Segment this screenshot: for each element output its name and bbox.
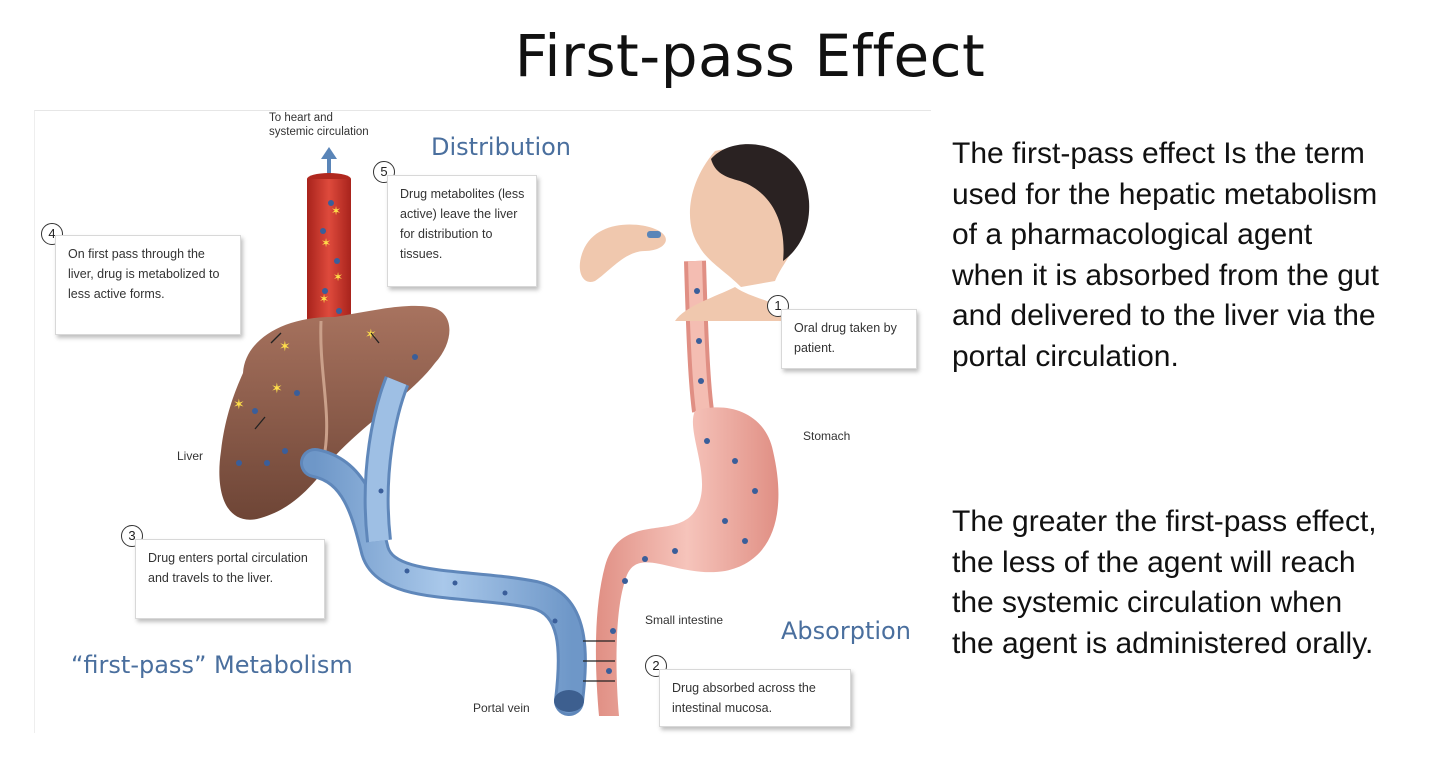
liver-label: Liver xyxy=(177,449,204,463)
svg-text:✶: ✶ xyxy=(321,236,331,250)
definition-paragraph: The first-pass effect Is the term used f… xyxy=(952,137,1379,373)
hepatic-vein-tube: ✶ ✶ ✶ ✶ xyxy=(307,173,351,329)
stomach-label: Stomach xyxy=(803,429,851,443)
svg-text:✶: ✶ xyxy=(333,270,343,284)
section-distribution: Distribution xyxy=(431,133,572,161)
digestive-tract xyxy=(583,260,779,716)
slide-title: First-pass Effect xyxy=(514,22,986,90)
svg-text:✶: ✶ xyxy=(233,396,245,412)
step-1-callout: Oral drug taken by patient. xyxy=(781,309,917,369)
diagram-illustration: ✶ ✶ ✶ ✶ ✶ ✶ ✶ ✶ xyxy=(219,144,810,716)
step-4-callout: On first pass through the liver, drug is… xyxy=(55,235,241,335)
step-3-callout: Drug enters portal circulation and trave… xyxy=(135,539,325,619)
patient-figure xyxy=(579,144,810,321)
first-pass-diagram: ✶ ✶ ✶ ✶ ✶ ✶ ✶ ✶ xyxy=(34,110,931,733)
portal-vein-label: Portal vein xyxy=(473,701,530,715)
section-metabolism: “first-pass” Metabolism xyxy=(71,651,353,679)
liver-shape: ✶ ✶ ✶ ✶ xyxy=(219,305,450,520)
consequence-paragraph: The greater the first-pass effect, the l… xyxy=(952,505,1377,660)
svg-text:✶: ✶ xyxy=(365,326,377,342)
small-intestine-label: Small intestine xyxy=(645,613,724,627)
section-absorption: Absorption xyxy=(781,617,911,645)
step-5-callout: Drug metabolites (less active) leave the… xyxy=(387,175,537,287)
svg-text:✶: ✶ xyxy=(271,380,283,396)
svg-text:✶: ✶ xyxy=(319,292,329,306)
portal-vein-tube xyxy=(300,376,587,716)
svg-text:✶: ✶ xyxy=(279,338,291,354)
svg-text:✶: ✶ xyxy=(331,204,341,218)
step-2-callout: Drug absorbed across the intestinal muco… xyxy=(659,669,851,727)
heart-circulation-label: To heart and systemic circulation xyxy=(269,112,369,138)
